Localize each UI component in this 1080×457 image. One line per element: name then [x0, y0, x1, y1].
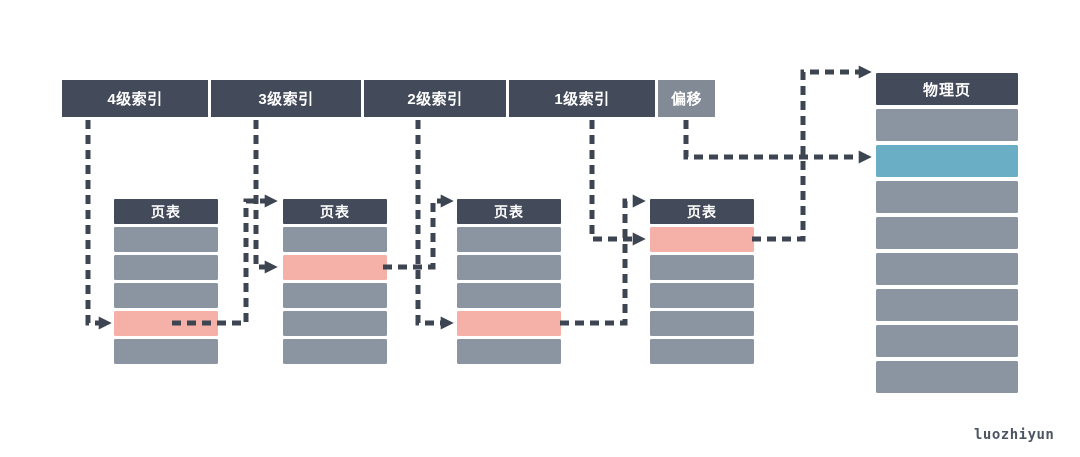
table-row	[650, 283, 754, 308]
table-row-highlighted	[650, 227, 754, 252]
table-row	[283, 339, 387, 364]
arrow-l2index-to-pt3-entry	[415, 120, 454, 330]
table-row-highlighted	[457, 311, 561, 336]
addr-segment-offset: 偏移	[658, 80, 715, 117]
table-row-highlighted	[114, 311, 218, 336]
table-row	[650, 311, 754, 336]
table-row	[876, 361, 1018, 393]
page-table-4: 页表	[650, 199, 754, 364]
physical-page-column: 物理页	[876, 73, 1018, 393]
physical-page-title: 物理页	[876, 73, 1018, 105]
table-row	[283, 283, 387, 308]
table-row	[114, 227, 218, 252]
table-row	[876, 289, 1018, 321]
table-row	[650, 339, 754, 364]
table-row	[876, 325, 1018, 357]
table-row	[876, 253, 1018, 285]
arrow-pt3-entry-to-pt4-base	[560, 194, 646, 326]
table-row	[114, 339, 218, 364]
table-row	[876, 181, 1018, 213]
table-row	[457, 255, 561, 280]
table-row	[457, 227, 561, 252]
arrow-pt2-entry-to-pt3-base	[383, 194, 454, 270]
page-table-1-title: 页表	[114, 199, 218, 224]
page-table-4-title: 页表	[650, 199, 754, 224]
table-row-highlighted	[283, 255, 387, 280]
arrow-pt4-entry-to-physical-base	[752, 65, 872, 242]
addr-segment-l3-index: 3级索引	[211, 80, 361, 117]
arrow-l3index-to-pt2-entry	[253, 120, 278, 274]
table-row	[114, 255, 218, 280]
arrow-l4index-to-pt1-entry	[85, 120, 112, 330]
watermark-text: luozhiyun	[974, 427, 1055, 443]
page-table-2-title: 页表	[283, 199, 387, 224]
arrow-l1index-to-pt4-entry	[589, 120, 646, 246]
page-table-2: 页表	[283, 199, 387, 364]
table-row	[114, 283, 218, 308]
table-row	[650, 255, 754, 280]
table-row	[457, 339, 561, 364]
table-row	[876, 217, 1018, 249]
table-row	[457, 283, 561, 308]
addr-segment-l2-index: 2级索引	[364, 80, 506, 117]
page-table-3: 页表	[457, 199, 561, 364]
addr-segment-l1-index: 1级索引	[509, 80, 655, 117]
table-row	[876, 109, 1018, 141]
table-row-highlighted	[876, 145, 1018, 177]
table-row	[283, 227, 387, 252]
table-row	[283, 311, 387, 336]
virtual-address-bar: 4级索引 3级索引 2级索引 1级索引 偏移	[62, 80, 715, 117]
addr-segment-l4-index: 4级索引	[62, 80, 208, 117]
page-table-1: 页表	[114, 199, 218, 364]
arrow-offset-to-physical-frame	[683, 120, 872, 164]
page-table-3-title: 页表	[457, 199, 561, 224]
